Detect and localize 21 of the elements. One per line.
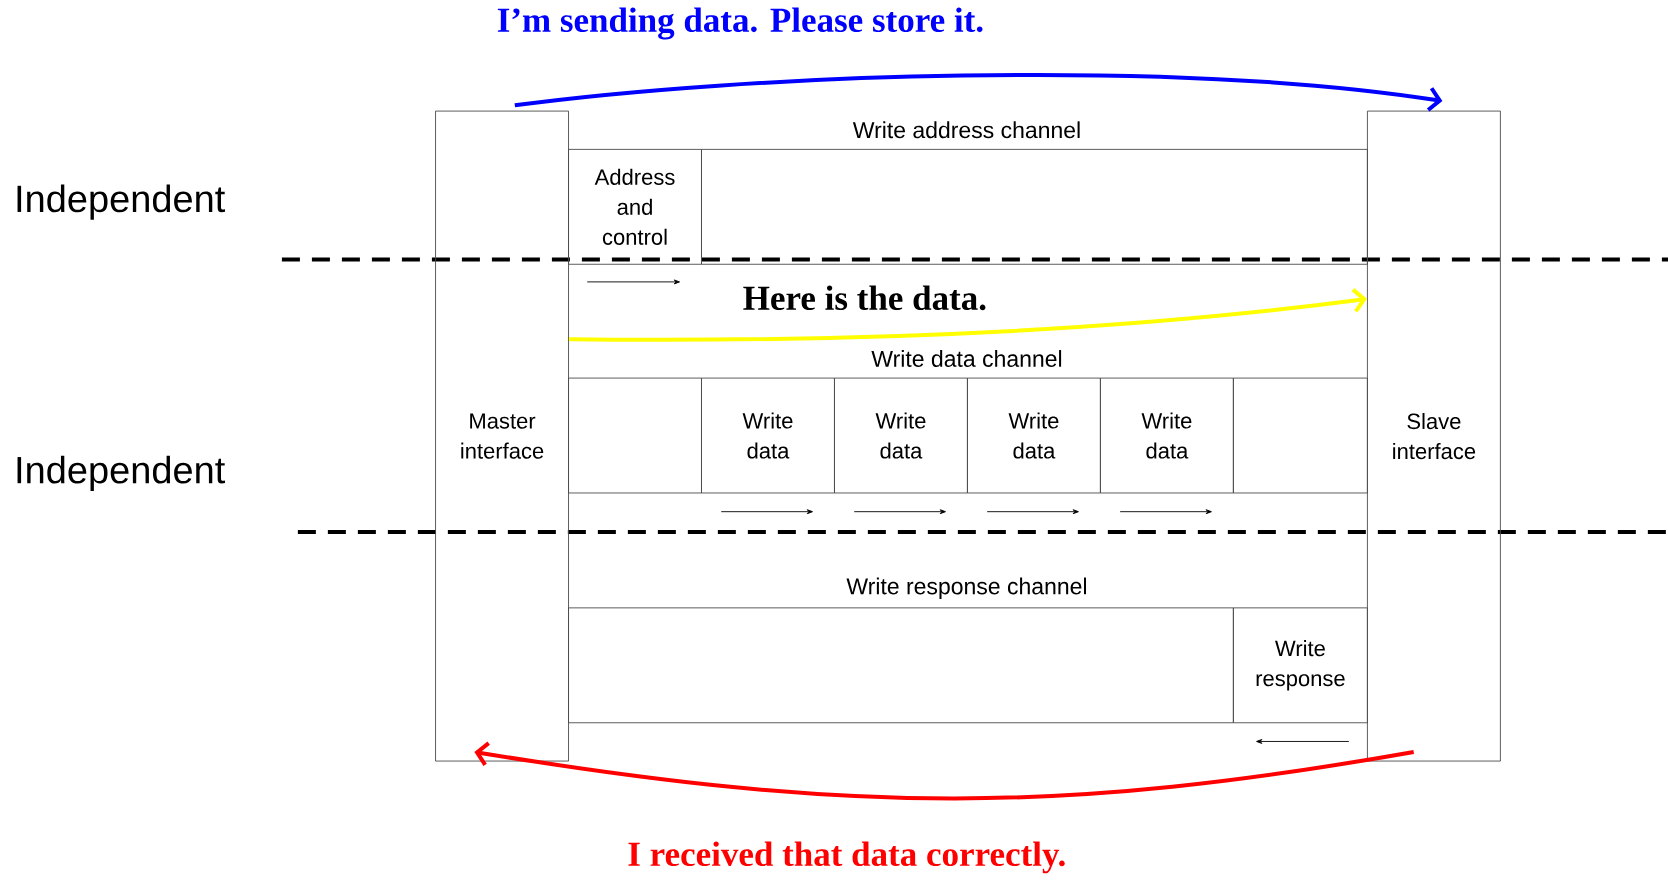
cell: Address and control [568, 149, 702, 265]
cell: Write data [1099, 377, 1234, 494]
edge-label: Here is the data. [743, 285, 986, 311]
channel-heading: Write data channel [871, 350, 1062, 368]
side-label: Independent [17, 184, 225, 220]
empty-cell [568, 607, 1234, 724]
cell: Write data [701, 377, 835, 494]
edge-label: I’m sending data. Please store it. [497, 7, 983, 40]
interface-box: Master interface [435, 110, 569, 762]
curved-arrow [474, 741, 1415, 801]
cell: Write response [1232, 607, 1368, 724]
interface-box: Slave interface [1366, 110, 1501, 762]
empty-cell [701, 149, 1368, 265]
cell: Write data [966, 377, 1101, 494]
empty-cell [1232, 377, 1368, 494]
cell: Write data [834, 377, 968, 494]
side-label: Independent [17, 455, 225, 492]
curved-arrow [514, 73, 1443, 112]
edge-label: I received that data correctly. [628, 841, 1065, 874]
empty-cell [568, 377, 702, 494]
curved-arrow [568, 288, 1367, 342]
